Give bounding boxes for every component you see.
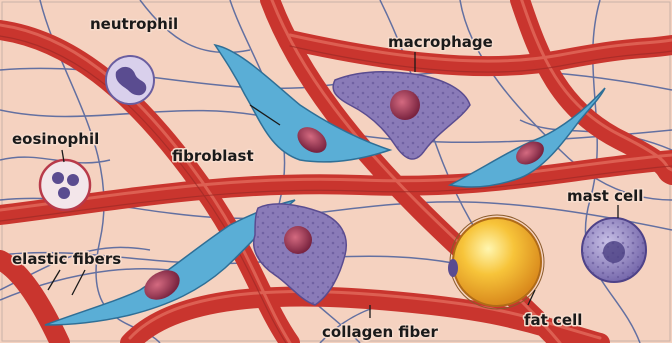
label-fibroblast: fibroblast: [172, 147, 254, 165]
label-collagen-fiber: collagen fiber: [322, 323, 438, 341]
label-elastic-fibers: elastic fibers: [12, 250, 121, 268]
neutrophil-cell: [106, 56, 154, 104]
label-mast-cell: mast cell: [567, 187, 643, 205]
label-neutrophil: neutrophil: [90, 15, 178, 33]
label-fat-cell: fat cell: [524, 311, 582, 329]
mast-cell: [582, 218, 646, 282]
label-eosinophil: eosinophil: [12, 130, 99, 148]
label-macrophage: macrophage: [388, 33, 493, 51]
eosinophil-cell: [40, 160, 90, 210]
